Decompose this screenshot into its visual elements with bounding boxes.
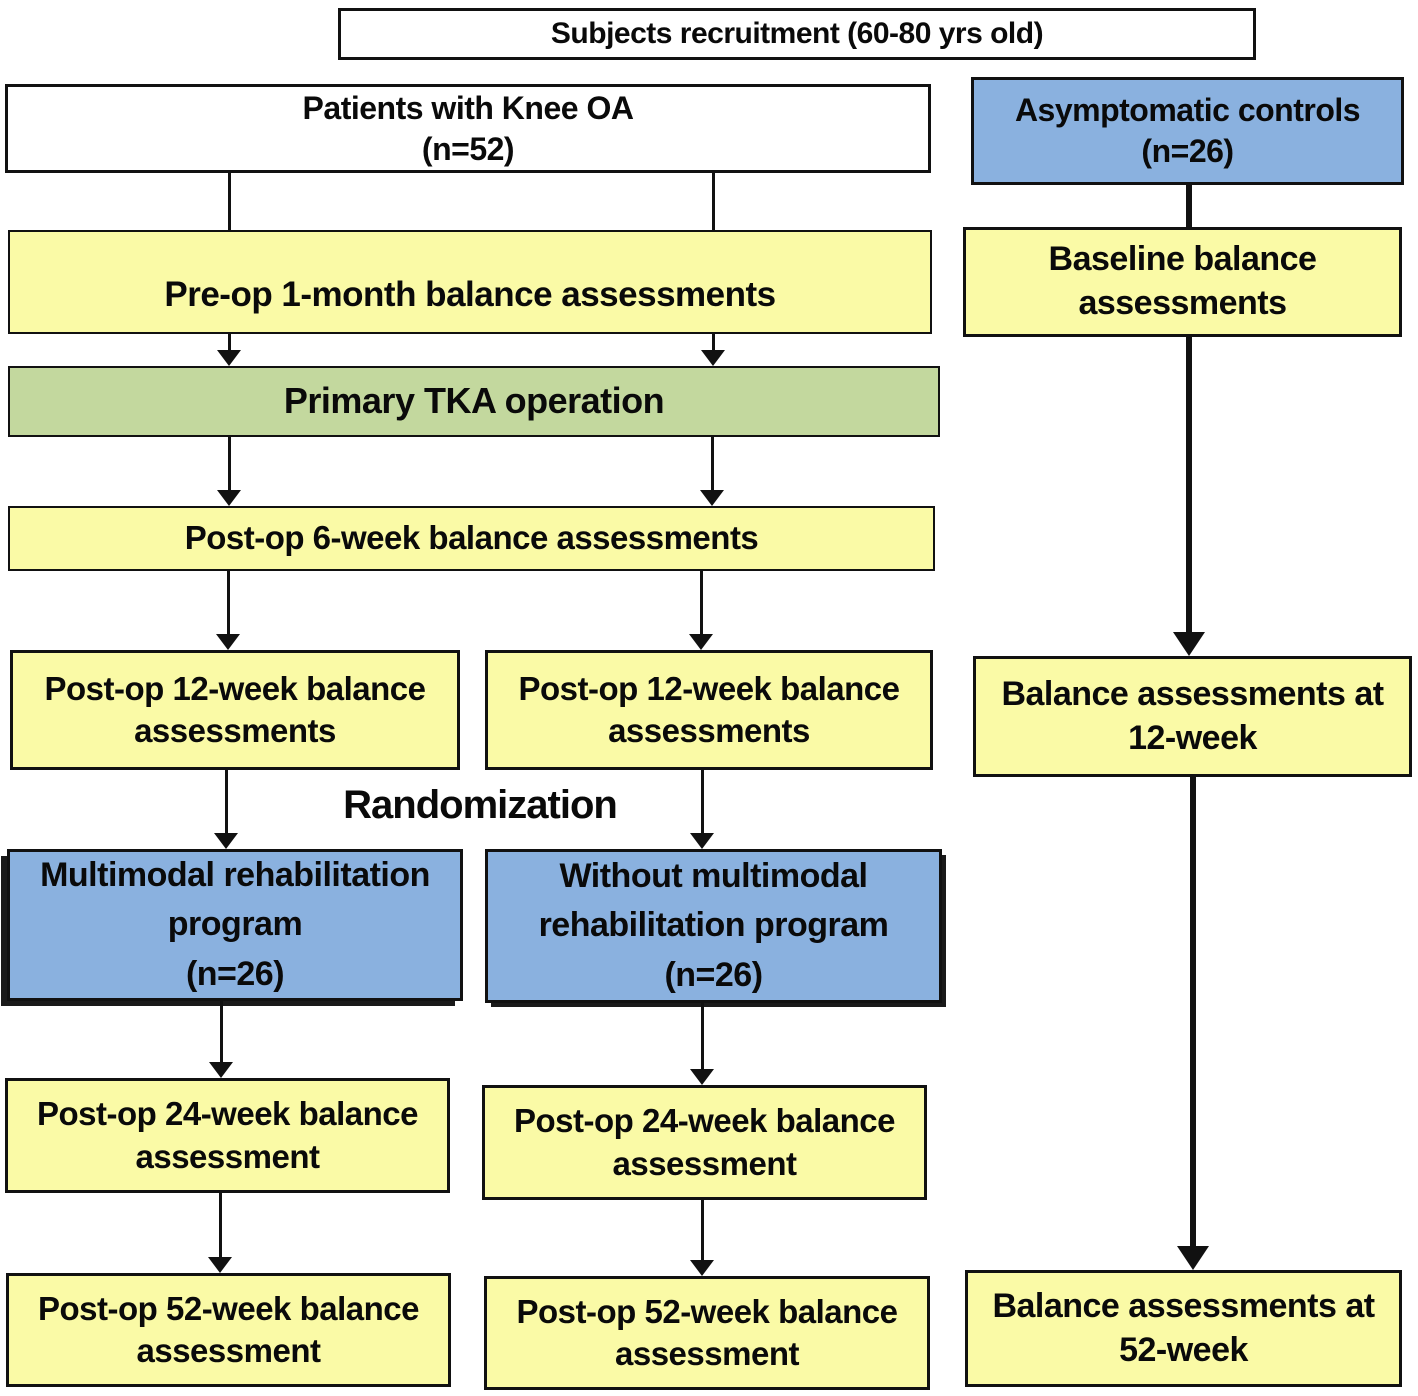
arrow-tka-to-6week-mid	[711, 437, 714, 492]
node-preop-1month: Pre-op 1-month balance assessments	[8, 230, 932, 334]
node-baseline-balance: Baseline balance assessments	[963, 227, 1402, 337]
arrow-24week-to-52week-mid	[701, 1200, 704, 1260]
arrow-6week-to-12week-left	[227, 571, 230, 635]
node-balance-12week: Balance assessments at 12-week	[973, 656, 1412, 777]
arrowhead-norehab-to-24week	[690, 1069, 714, 1085]
node-postop-24week-left: Post-op 24-week balance assessment	[5, 1078, 450, 1193]
arrowhead-12week-to-52week-right	[1177, 1246, 1209, 1270]
connector-patients-to-preop-left	[228, 173, 231, 230]
node-without-multimodal-rehab: Without multimodal rehabilitation progra…	[485, 849, 942, 1003]
node-primary-tka: Primary TKA operation	[8, 366, 940, 437]
arrow-preop-to-tka-mid	[712, 334, 715, 352]
randomization-label: Randomization	[343, 783, 618, 827]
arrow-preop-to-tka-left	[228, 334, 231, 352]
arrowhead-24week-to-52week-left	[208, 1257, 232, 1273]
arrow-12week-to-norehab	[701, 770, 704, 834]
connector-patients-to-preop-mid	[712, 173, 715, 230]
arrowhead-tka-to-6week-left	[217, 490, 241, 506]
node-postop-52week-left: Post-op 52-week balance assessment	[6, 1273, 451, 1387]
arrow-baseline-to-12week	[1186, 337, 1192, 634]
node-postop-24week-mid: Post-op 24-week balance assessment	[482, 1085, 927, 1200]
node-multimodal-rehab: Multimodal rehabilitation program (n=26)	[7, 849, 463, 1001]
arrowhead-tka-to-6week-mid	[700, 490, 724, 506]
arrow-24week-to-52week-left	[219, 1193, 222, 1257]
arrow-12week-to-52week-right	[1190, 777, 1196, 1247]
node-postop-52week-mid: Post-op 52-week balance assessment	[484, 1276, 930, 1390]
arrowhead-6week-to-12week-mid	[689, 634, 713, 650]
arrowhead-6week-to-12week-left	[216, 634, 240, 650]
arrow-rehab-to-24week	[220, 1001, 223, 1063]
arrowhead-rehab-to-24week	[209, 1062, 233, 1078]
node-balance-52week: Balance assessments at 52-week	[965, 1270, 1402, 1387]
arrowhead-preop-to-tka-left	[217, 350, 241, 366]
node-asymptomatic-controls: Asymptomatic controls (n=26)	[971, 77, 1404, 185]
node-subjects-recruitment: Subjects recruitment (60-80 yrs old)	[338, 8, 1256, 60]
arrowhead-24week-to-52week-mid	[690, 1260, 714, 1276]
arrowhead-12week-to-norehab	[690, 833, 714, 849]
arrow-norehab-to-24week	[701, 1003, 704, 1070]
arrow-12week-to-rehab	[225, 770, 228, 834]
arrowhead-baseline-to-12week	[1173, 632, 1205, 656]
connector-controls-to-baseline	[1186, 185, 1192, 227]
arrowhead-12week-to-rehab	[214, 833, 238, 849]
node-patients-knee-oa: Patients with Knee OA (n=52)	[5, 84, 931, 173]
arrow-6week-to-12week-mid	[700, 571, 703, 635]
node-postop-12week-mid: Post-op 12-week balance assessments	[485, 650, 933, 770]
arrow-tka-to-6week-left	[228, 437, 231, 492]
arrowhead-preop-to-tka-mid	[701, 350, 725, 366]
node-postop-12week-left: Post-op 12-week balance assessments	[10, 650, 460, 770]
node-postop-6week: Post-op 6-week balance assessments	[8, 506, 935, 571]
